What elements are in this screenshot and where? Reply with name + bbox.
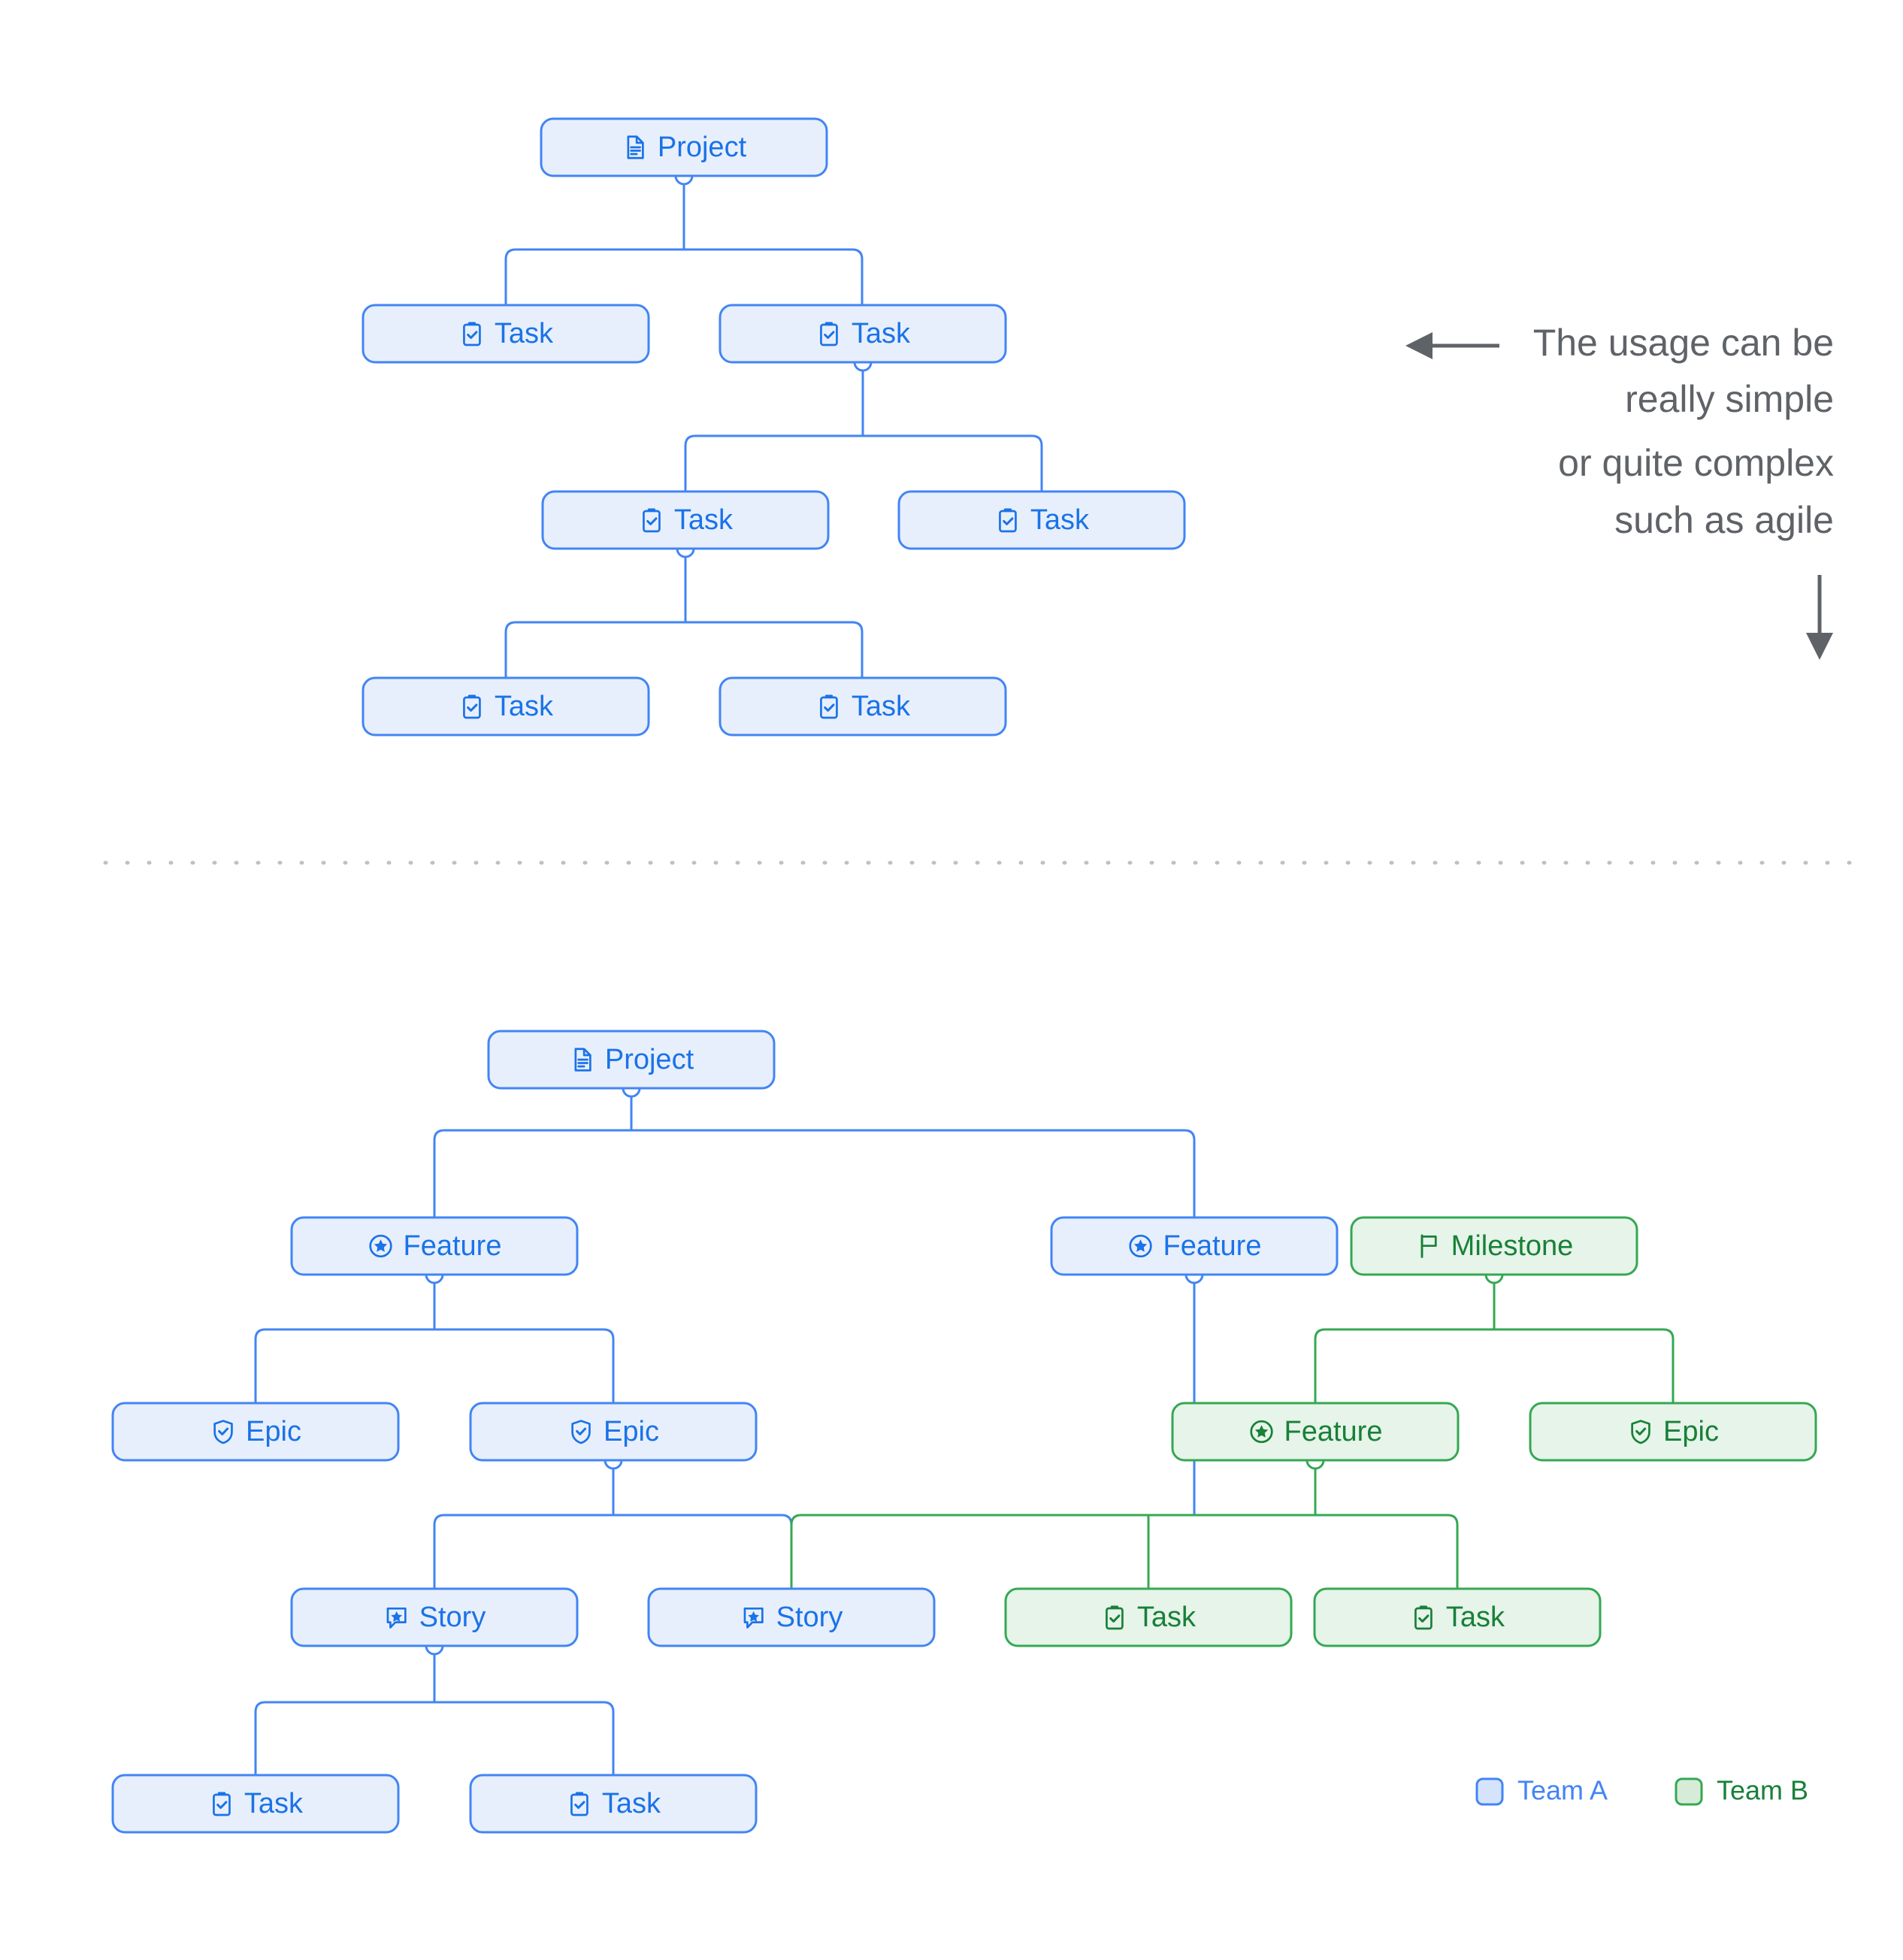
node-project[interactable]: Project xyxy=(487,1030,776,1090)
node-task[interactable]: Task xyxy=(541,490,830,550)
node-task[interactable]: Task xyxy=(719,676,1007,737)
node-background xyxy=(469,1774,758,1834)
node-background xyxy=(897,490,1186,550)
node-label: Task xyxy=(495,318,554,349)
left-arrow xyxy=(1405,332,1499,359)
edge-s0-children xyxy=(504,176,864,305)
node-feature[interactable]: Feature xyxy=(1171,1402,1460,1462)
node-background xyxy=(1050,1216,1339,1276)
node-label: Task xyxy=(674,504,734,536)
node-epic[interactable]: Epic xyxy=(469,1402,758,1462)
node-story[interactable]: Story xyxy=(647,1587,936,1647)
node-background xyxy=(362,676,650,737)
node-label: Task xyxy=(852,691,911,722)
node-story[interactable]: Story xyxy=(290,1587,579,1647)
node-background xyxy=(1529,1402,1817,1462)
legend-label-team-b: Team B xyxy=(1717,1775,1808,1806)
legend-swatch-team-a xyxy=(1475,1777,1504,1806)
node-task[interactable]: Task xyxy=(362,676,650,737)
node-task[interactable]: Task xyxy=(111,1774,400,1834)
node-label: Task xyxy=(602,1788,661,1819)
annotation-line-3: or quite complex xyxy=(1558,442,1834,484)
node-task[interactable]: Task xyxy=(897,490,1186,550)
node-background xyxy=(1004,1587,1293,1647)
legend-swatch-team-b xyxy=(1675,1777,1703,1806)
node-task[interactable]: Task xyxy=(362,304,650,364)
node-label: Project xyxy=(605,1044,694,1075)
node-epic[interactable]: Epic xyxy=(111,1402,400,1462)
legend-item-team-b[interactable]: Team B xyxy=(1675,1775,1808,1806)
node-label: Task xyxy=(1030,504,1090,536)
node-label: Milestone xyxy=(1451,1230,1574,1262)
node-feature[interactable]: Feature xyxy=(1050,1216,1339,1276)
node-background xyxy=(290,1216,579,1276)
node-background xyxy=(719,304,1007,364)
node-label: Project xyxy=(658,132,747,163)
node-feature[interactable]: Feature xyxy=(290,1216,579,1276)
node-background xyxy=(541,490,830,550)
annotation-line-1: The usage can be xyxy=(1533,322,1834,364)
node-background xyxy=(1350,1216,1638,1276)
node-label: Epic xyxy=(246,1416,301,1447)
node-label: Epic xyxy=(604,1416,659,1447)
node-label: Story xyxy=(776,1602,843,1633)
node-epic[interactable]: Epic xyxy=(1529,1402,1817,1462)
node-background xyxy=(362,304,650,364)
node-background xyxy=(540,117,828,177)
legend-item-team-a[interactable]: Team A xyxy=(1475,1775,1608,1806)
node-background xyxy=(290,1587,579,1647)
simple-connectors xyxy=(504,176,1043,678)
node-milestone[interactable]: Milestone xyxy=(1350,1216,1638,1276)
node-label: Feature xyxy=(1163,1230,1262,1262)
node-background xyxy=(647,1587,936,1647)
node-task[interactable]: Task xyxy=(719,304,1007,364)
node-background xyxy=(1313,1587,1602,1647)
node-background xyxy=(1171,1402,1460,1462)
annotation-line-2: really simple xyxy=(1625,378,1834,420)
node-task[interactable]: Task xyxy=(469,1774,758,1834)
edge-s3-children xyxy=(504,549,864,678)
node-label: Task xyxy=(495,691,554,722)
node-task[interactable]: Task xyxy=(1004,1587,1293,1647)
legend: Team A Team B xyxy=(1475,1775,1808,1806)
node-background xyxy=(487,1030,776,1090)
node-label: Epic xyxy=(1663,1416,1719,1447)
node-label: Task xyxy=(244,1788,304,1819)
node-task[interactable]: Task xyxy=(1313,1587,1602,1647)
node-label: Task xyxy=(1446,1602,1505,1633)
down-arrow xyxy=(1806,575,1833,660)
node-background xyxy=(111,1402,400,1462)
node-background xyxy=(111,1774,400,1834)
node-label: Task xyxy=(1137,1602,1197,1633)
annotation-line-4: such as agile xyxy=(1614,499,1834,541)
node-label: Task xyxy=(852,318,911,349)
node-label: Story xyxy=(419,1602,486,1633)
node-background xyxy=(469,1402,758,1462)
node-background xyxy=(719,676,1007,737)
edge-s2-children xyxy=(684,362,1043,492)
node-label: Feature xyxy=(1284,1416,1383,1447)
node-label: Feature xyxy=(404,1230,502,1262)
node-project[interactable]: Project xyxy=(540,117,828,177)
legend-label-team-a: Team A xyxy=(1517,1775,1608,1806)
